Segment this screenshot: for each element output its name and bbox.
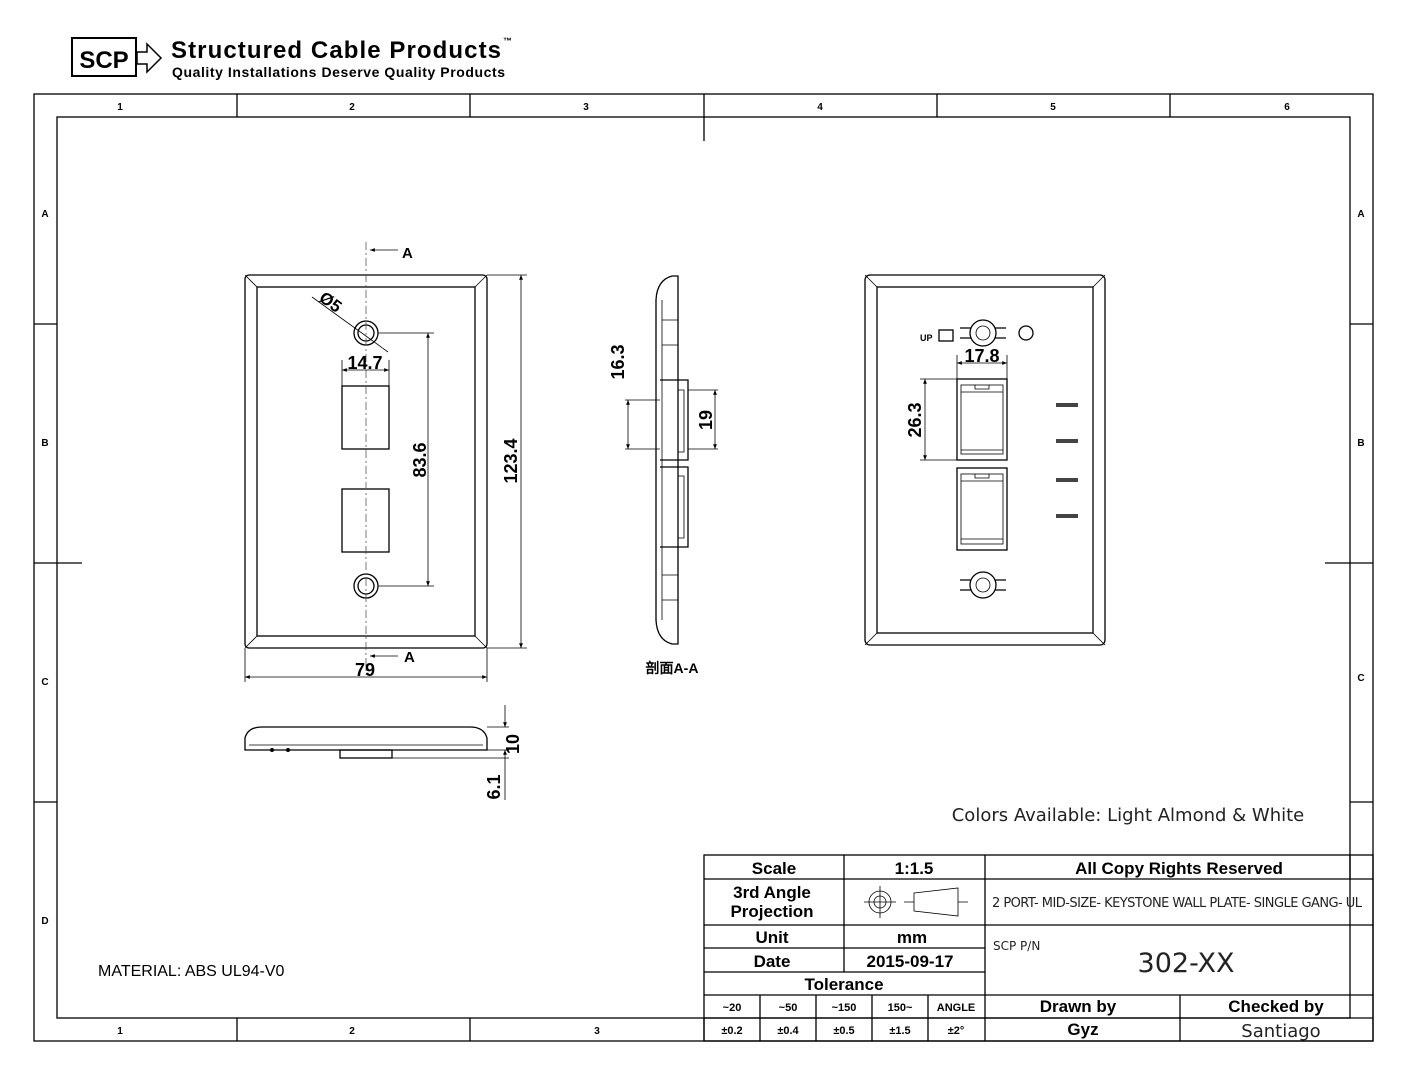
row-label: B: [1357, 438, 1364, 449]
drawn-by-label: Drawn by: [1040, 997, 1117, 1016]
front-view: A A Ø5 14.7 83.6 123.4 79: [244, 242, 527, 682]
screw-boss-top: [960, 319, 1006, 347]
unit-label: Unit: [755, 928, 788, 947]
row-label: C: [41, 677, 48, 688]
tolerance-value: ±0.4: [777, 1025, 799, 1037]
scale-label: Scale: [752, 859, 796, 878]
pn-label: SCP P/N: [993, 939, 1040, 953]
column-label: 1: [117, 1026, 123, 1037]
section-view: 16.3 19 剖面A-A: [608, 275, 718, 676]
column-label: 1: [117, 102, 123, 113]
tolerance-header: 150~: [888, 1002, 913, 1014]
dim-jack-height: 26.3: [905, 402, 925, 437]
row-label: B: [41, 438, 48, 449]
dim-width: 79: [355, 660, 375, 680]
unit-value: mm: [897, 928, 927, 947]
tolerance-value: ±0.2: [721, 1025, 742, 1037]
copyright: All Copy Rights Reserved: [1075, 859, 1283, 878]
dim-depth: 10: [503, 734, 523, 754]
dim-jack-width: 17.8: [964, 346, 999, 366]
row-label: D: [41, 916, 48, 927]
tolerance-header: ~50: [779, 1002, 798, 1014]
dim-section-a: 16.3: [608, 344, 628, 379]
section-mark: A: [402, 245, 413, 262]
checked-by: Santiago: [1241, 1021, 1320, 1042]
section-mark: A: [404, 649, 415, 666]
screw-boss-bottom: [960, 571, 1006, 599]
checked-by-label: Checked by: [1228, 997, 1324, 1016]
column-label: 3: [583, 102, 589, 113]
logo-mark: SCP: [79, 47, 128, 74]
row-label: A: [41, 209, 48, 220]
row-label: A: [1357, 209, 1364, 220]
dim-section-b: 19: [696, 410, 716, 430]
date-value: 2015-09-17: [867, 952, 954, 971]
ul-mark-icon: [1018, 325, 1034, 341]
column-label: 5: [1050, 102, 1056, 113]
up-label: UP: [920, 333, 933, 343]
dim-hole-diameter: Ø5: [316, 288, 346, 317]
drawn-by: Gyz: [1067, 1020, 1098, 1039]
part-description: 2 PORT- MID-SIZE- KEYSTONE WALL PLATE- S…: [992, 896, 1363, 911]
tolerance-header: ~20: [723, 1002, 742, 1014]
tolerance-value: ±2°: [948, 1025, 965, 1037]
side-view: 10 6.1: [244, 705, 523, 800]
pn-value: 302-XX: [1138, 948, 1235, 979]
scale-value: 1:1.5: [895, 859, 934, 878]
date-label: Date: [754, 952, 791, 971]
column-label: 4: [817, 102, 823, 113]
column-label: 2: [349, 1026, 355, 1037]
column-label: 2: [349, 102, 355, 113]
colors-note: Colors Available: Light Almond & White: [952, 805, 1305, 826]
dim-hole-spacing: 83.6: [410, 442, 430, 477]
dim-tab: 6.1: [484, 774, 504, 799]
sheet-frame: 1 2 3 4 5 6 1 2 3 A B C D A B C: [33, 93, 1374, 1042]
projection-symbol-icon: [864, 886, 968, 918]
title-block: Scale 1:1.5 3rd Angle Projection Unit mm…: [703, 854, 1374, 1042]
dim-opening-width: 14.7: [347, 353, 382, 373]
material-note: MATERIAL: ABS UL94-V0: [98, 963, 285, 980]
logo-tagline: Quality Installations Deserve Quality Pr…: [172, 64, 505, 80]
column-label: 3: [594, 1026, 600, 1037]
rear-view: UP 17.8 26.3: [864, 274, 1106, 646]
company-logo: SCP Structured Cable Products ™ Quality …: [71, 36, 512, 80]
tolerance-header: ANGLE: [937, 1002, 976, 1014]
section-label: 剖面A-A: [646, 660, 699, 676]
logo-company: Structured Cable Products: [171, 37, 501, 64]
tolerance-label: Tolerance: [804, 975, 883, 994]
logo-trademark: ™: [503, 36, 512, 46]
tolerance-value: ±1.5: [889, 1025, 910, 1037]
projection-label: 3rd Angle: [733, 883, 811, 902]
dim-height: 123.4: [501, 438, 521, 483]
row-label: C: [1357, 673, 1364, 684]
jack-icon: [938, 329, 954, 342]
column-label: 6: [1284, 102, 1290, 113]
projection-label: Projection: [730, 902, 813, 921]
tolerance-value: ±0.5: [833, 1025, 854, 1037]
tolerance-header: ~150: [832, 1002, 857, 1014]
arrow-icon: [136, 42, 163, 74]
